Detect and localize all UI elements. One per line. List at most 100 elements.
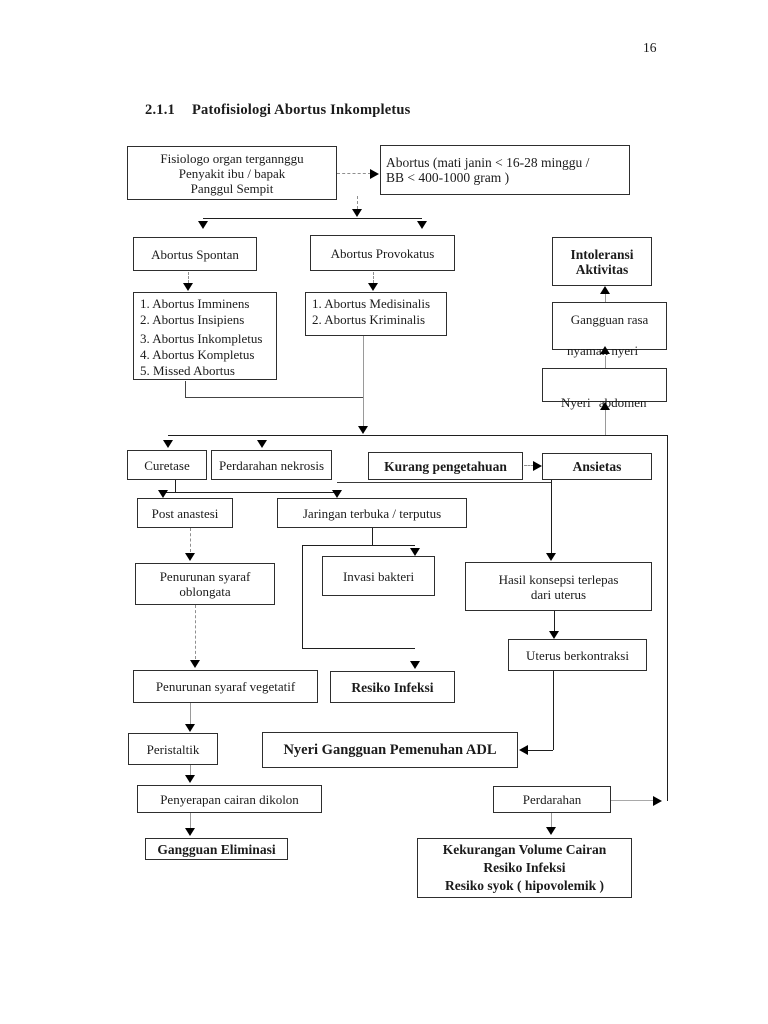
node-resiko-infeksi: Resiko Infeksi	[330, 671, 455, 703]
arrowhead-to-peristaltik	[185, 724, 195, 732]
node-list-abortus-spontan: 1. Abortus Imminens 2. Abortus Insipiens…	[133, 292, 277, 380]
list-item: 1. Abortus Medisinalis	[312, 296, 431, 311]
connector-nekrosis-hasil	[337, 482, 551, 484]
node-oblongata-line1: Penurunan syaraf	[159, 569, 251, 584]
arrowhead-to-eliminasi	[185, 828, 195, 836]
arrowhead-to-nekrosis	[257, 440, 267, 448]
arrowhead-to-intoleransi	[600, 286, 610, 294]
node-kekurangan-line1: Kekurangan Volume Cairan	[442, 842, 607, 857]
connector-curetase-stub	[175, 480, 177, 492]
connector-riser-abdomen	[605, 405, 606, 435]
connector-spontan-list	[188, 272, 189, 283]
node-curetase: Curetase	[127, 450, 207, 480]
arrowhead-to-vegetatif	[190, 660, 200, 668]
node-fisiologo-line3: Panggul Sempit	[190, 180, 274, 196]
node-uterus-berkontraksi-label: Uterus berkontraksi	[526, 647, 629, 663]
arrowhead-perdarahan-rail	[653, 796, 662, 806]
node-gangguan-eliminasi-label: Gangguan Eliminasi	[157, 841, 276, 857]
arrowhead-to-post-anastesi	[158, 490, 168, 498]
connector-curetase-split	[163, 492, 337, 494]
list-item: 3. Abortus Inkompletus	[140, 331, 263, 346]
node-resiko-infeksi-label: Resiko Infeksi	[351, 679, 434, 695]
connector-ansietas-hasil	[551, 480, 553, 554]
node-fisiologo: Fisiologo organ tergannggu Penyakit ibu …	[127, 146, 337, 200]
node-oblongata-line2: oblongata	[179, 584, 231, 599]
heading-number: 2.1.1	[145, 102, 175, 118]
node-post-anastesi-label: Post anastesi	[151, 505, 219, 521]
node-perdarahan: Perdarahan	[493, 786, 611, 813]
arrowhead-provokatus-list	[368, 283, 378, 291]
node-ansietas: Ansietas	[542, 453, 652, 480]
arrowhead-trunk-split	[352, 209, 362, 217]
node-peristaltik: Peristaltik	[128, 733, 218, 765]
arrowhead-to-gangguan-rasa	[600, 346, 610, 354]
connector-trunk-top	[357, 196, 358, 209]
arrowhead-trunk-mainline	[358, 426, 368, 434]
connector-vegetatif-peristaltik	[190, 703, 191, 724]
node-kekurangan-line3: Resiko syok ( hipovolemik )	[444, 878, 605, 893]
node-penurunan-syaraf-vegetatif: Penurunan syaraf vegetatif	[133, 670, 318, 703]
node-invasi-bakteri-label: Invasi bakteri	[342, 568, 415, 584]
node-perdarahan-nekrosis: Perdarahan nekrosis	[211, 450, 332, 480]
connector-missed-stub	[185, 381, 187, 397]
node-kekurangan-volume: Kekurangan Volume Cairan Resiko Infeksi …	[417, 838, 632, 898]
node-peristaltik-label: Peristaltik	[146, 741, 200, 757]
node-hasil-konsepsi: Hasil konsepsi terlepas dari uterus	[465, 562, 652, 611]
connector-uterus-adl	[528, 750, 553, 752]
connector-list-trunk	[363, 336, 364, 426]
connector-jaringan-split	[302, 545, 415, 547]
node-abortus-line2: BB < 400-1000 gram )	[386, 170, 510, 185]
connector-kurang-ansietas	[524, 465, 534, 466]
node-post-anastesi: Post anastesi	[137, 498, 233, 528]
list-item: 2. Abortus Kriminalis	[312, 312, 426, 327]
connector-perdarahan-kekurangan	[551, 813, 552, 827]
connector-main-line	[168, 435, 668, 437]
connector-riser-intoleransi	[605, 294, 606, 302]
node-abortus-line1: Abortus (mati janin < 16-28 minggu /	[386, 155, 590, 170]
arrowhead-to-spontan	[198, 221, 208, 229]
node-gangguan-eliminasi: Gangguan Eliminasi	[145, 838, 288, 860]
node-penurunan-syaraf-oblongata: Penurunan syaraf oblongata	[135, 563, 275, 605]
heading-title: Patofisiologi Abortus Inkompletus	[192, 102, 411, 118]
arrowhead-to-invasi	[410, 548, 420, 556]
connector-jaringan-stub	[372, 528, 374, 545]
node-kekurangan-line2: Resiko Infeksi	[483, 860, 566, 875]
section-heading: 2.1.1 Patofisiologi Abortus Inkompletus	[145, 102, 411, 119]
node-nyeri-gangguan-adl: Nyeri Gangguan Pemenuhan ADL	[262, 732, 518, 768]
arrowhead-to-resiko-infeksi	[410, 661, 420, 669]
list-item: 2. Abortus Insipiens	[140, 312, 245, 327]
connector-penyerapan-eliminasi	[190, 813, 191, 828]
arrowhead-spontan-list	[183, 283, 193, 291]
page-number: 16	[643, 40, 657, 55]
node-invasi-bakteri: Invasi bakteri	[322, 556, 435, 596]
arrowhead-to-abortus	[370, 169, 379, 179]
arrowhead-to-hasil-konsepsi	[546, 553, 556, 561]
arrowhead-to-nyeri-abdomen	[600, 402, 610, 410]
arrowhead-to-uterus	[549, 631, 559, 639]
node-intoleransi-line2: Aktivitas	[575, 261, 629, 277]
connector-riser-nyaman	[605, 356, 606, 368]
node-abortus-spontan-label: Abortus Spontan	[151, 246, 239, 262]
node-kurang-pengetahuan: Kurang pengetahuan	[368, 452, 523, 480]
node-abortus-spontan: Abortus Spontan	[133, 237, 257, 271]
node-abortus-provokatus: Abortus Provokatus	[310, 235, 455, 271]
arrowhead-to-kekurangan	[546, 827, 556, 835]
connector-fisiologo-abortus	[337, 173, 371, 174]
connector-perdarahan-rail	[611, 800, 653, 801]
arrowhead-to-oblongata	[185, 553, 195, 561]
node-vegetatif-label: Penurunan syaraf vegetatif	[155, 679, 296, 694]
connector-bypass-horizontal	[302, 648, 415, 650]
node-list-abortus-provokatus: 1. Abortus Medisinalis 2. Abortus Krimin…	[305, 292, 447, 336]
arrowhead-to-ansietas	[533, 461, 542, 471]
node-perdarahan-nekrosis-label: Perdarahan nekrosis	[218, 457, 325, 473]
connector-hasil-uterus	[554, 611, 556, 631]
node-gangguan-rasa-line1: Gangguan rasa	[570, 312, 649, 327]
node-jaringan-terbuka: Jaringan terbuka / terputus	[277, 498, 467, 528]
node-intoleransi-line1: Intoleransi	[570, 246, 634, 262]
connector-uterus-down	[553, 671, 555, 750]
node-nyeri-abdomen: Nyeri abdomen	[542, 368, 667, 410]
node-intoleransi-aktivitas: Intoleransi Aktivitas	[552, 237, 652, 286]
connector-peristaltik-penyerapan	[190, 765, 191, 775]
connector-right-rail	[667, 435, 669, 801]
